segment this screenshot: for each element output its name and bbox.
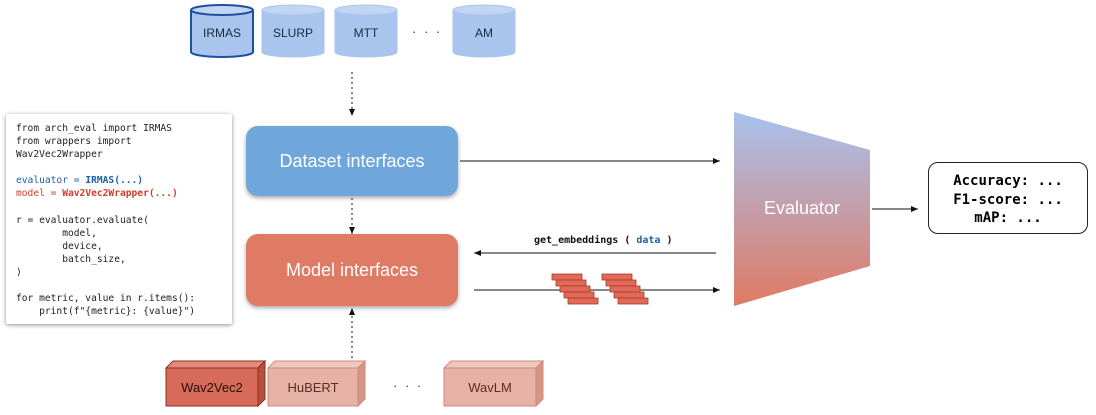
model-interfaces-box: Model interfaces	[246, 234, 458, 306]
code-line: device,	[16, 240, 103, 252]
metric-f1-score: F1-score: ...	[953, 191, 1063, 208]
embedding-slab	[613, 291, 645, 299]
dataset-cylinder-slurp	[261, 4, 325, 58]
code-line: r = evaluator.evaluate(	[16, 214, 149, 226]
code-snippet-panel: from arch_eval import IRMAS from wrappers…	[6, 114, 232, 324]
dataset-label-slurp: SLURP	[272, 26, 313, 40]
code-line: )	[16, 267, 22, 279]
evaluator-block	[734, 112, 870, 306]
code-line: Wav2Vec2Wrapper	[16, 149, 103, 161]
dataset-label-mtt: MTT	[353, 26, 379, 40]
dataset-cylinder-irmas	[190, 4, 254, 58]
model-label-hubert: HuBERT	[287, 380, 339, 395]
get-embeddings-call: get_embeddings ( data )	[534, 235, 673, 246]
evaluator-label: Evaluator	[763, 198, 841, 218]
model-box-wav2vec2	[164, 359, 267, 408]
call-close-paren: )	[660, 235, 673, 246]
code-line	[16, 279, 195, 292]
dataset-interfaces-box: Dataset interfaces	[246, 126, 458, 196]
code-line: for metric, value in r.items():	[16, 293, 196, 305]
dataset-cylinders	[190, 4, 516, 58]
metric-accuracy: Accuracy: ...	[953, 173, 1063, 189]
code-snippet: from arch_eval import IRMAS from wrappers…	[16, 122, 195, 318]
model-label-wav2vec2: Wav2Vec2	[181, 380, 243, 395]
embedding-slab	[601, 273, 633, 281]
model-box-hubert	[266, 359, 367, 408]
metric-map: mAP: ...	[974, 210, 1042, 226]
model-ellipsis: · · ·	[393, 378, 424, 393]
code-line: model,	[16, 227, 97, 239]
code-line: model = Wav2Vec2Wrapper(...)	[16, 188, 178, 200]
model-boxes	[164, 359, 545, 408]
embedding-slab	[559, 285, 591, 293]
embedding-slab	[617, 297, 649, 305]
embedding-slab	[551, 273, 583, 281]
call-argument: data	[636, 235, 661, 246]
model-box-wavlm	[442, 359, 545, 408]
dataset-label-am: AM	[475, 26, 493, 40]
code-line: from arch_eval import IRMAS	[16, 123, 172, 134]
embedding-slab	[563, 291, 595, 299]
embedding-slab	[605, 279, 637, 287]
code-line: print(f"{metric}: {value}")	[16, 306, 196, 318]
model-label-wavlm: WavLM	[468, 380, 512, 395]
code-line	[16, 201, 195, 214]
dataset-cylinder-mtt	[334, 4, 398, 58]
code-line	[16, 161, 195, 174]
embedding-slab	[555, 279, 587, 287]
code-line: from wrappers import	[16, 136, 132, 148]
embedding-slab	[609, 285, 641, 293]
code-line: evaluator = IRMAS(...)	[16, 175, 144, 187]
call-function-name: get_embeddings	[534, 235, 619, 246]
dataset-cylinder-am	[452, 4, 516, 58]
embedding-slab	[567, 297, 599, 305]
code-line: batch_size,	[16, 253, 126, 265]
metrics-output-box: Accuracy: ... F1-score: ... mAP: ...	[928, 162, 1088, 234]
dataset-label-irmas: IRMAS	[202, 26, 241, 40]
dataset-ellipsis: · · ·	[412, 24, 443, 39]
embedding-stacks	[551, 273, 649, 305]
call-open-paren: (	[618, 235, 637, 246]
